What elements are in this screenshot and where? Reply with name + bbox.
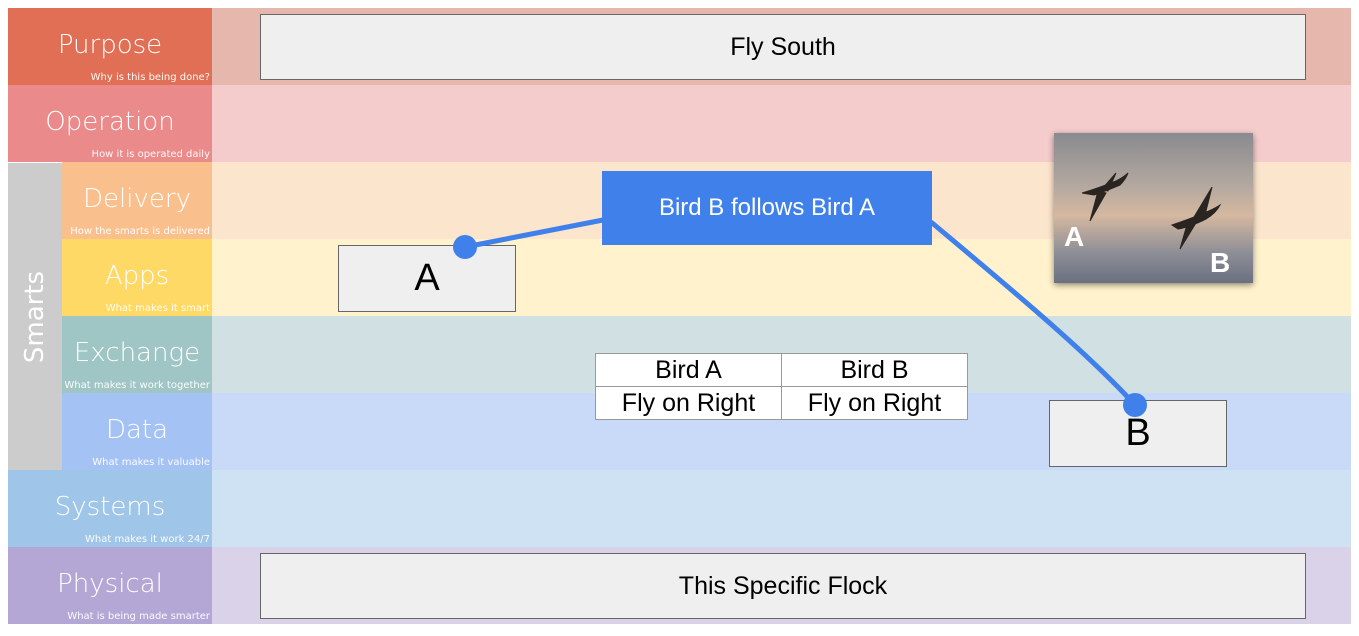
- geese-photo: A B: [1054, 133, 1253, 283]
- table-row: Fly on Right Fly on Right: [595, 386, 968, 420]
- layer-title: Exchange: [73, 338, 201, 368]
- layer-title: Systems: [54, 492, 166, 522]
- layer-label-apps: Apps What makes it smart: [62, 239, 212, 316]
- layer-subtitle: What makes it smart: [105, 303, 210, 314]
- node-a[interactable]: A: [338, 245, 516, 312]
- layer-title: Purpose: [57, 30, 163, 60]
- layer-label-delivery: Delivery How the smarts is delivered: [62, 162, 212, 239]
- layer-subtitle: How the smarts is delivered: [70, 226, 210, 237]
- table-row: Bird A Bird B: [595, 353, 968, 387]
- table-cell: Fly on Right: [595, 386, 782, 420]
- layer-title: Apps: [104, 261, 170, 291]
- layer-subtitle: What makes it work 24/7: [84, 534, 210, 545]
- photo-label-b: B: [1210, 247, 1231, 278]
- layer-subtitle: Why is this being done?: [90, 72, 210, 83]
- layer-subtitle: What makes it work together: [64, 380, 210, 391]
- connector-a-to-follow: [464, 217, 604, 250]
- layer-subtitle: How it is operated daily: [91, 149, 210, 160]
- layer-title: Data: [105, 415, 169, 445]
- layer-label-physical: Physical What is being made smarter: [8, 547, 212, 624]
- table-header-cell: Bird B: [781, 353, 968, 387]
- layer-label-exchange: Exchange What makes it work together: [62, 316, 212, 393]
- connector-endpoint-b: [1123, 393, 1147, 417]
- table-cell: Fly on Right: [781, 386, 968, 420]
- band-systems: [212, 470, 1351, 547]
- photo-label-a: A: [1064, 221, 1085, 252]
- layer-title: Operation: [45, 107, 175, 137]
- purpose-box[interactable]: Fly South: [260, 14, 1306, 80]
- connector-follow-to-b: [929, 220, 1137, 407]
- connector-endpoint-a: [453, 235, 477, 259]
- layer-label-purpose: Purpose Why is this being done?: [8, 8, 212, 85]
- physical-box[interactable]: This Specific Flock: [260, 553, 1306, 619]
- layer-label-data: Data What makes it valuable: [62, 393, 212, 470]
- layer-title: Physical: [57, 569, 163, 599]
- bird-table: Bird A Bird B Fly on Right Fly on Right: [595, 353, 968, 420]
- follow-relation-box[interactable]: Bird B follows Bird A: [602, 171, 932, 245]
- layer-subtitle: What makes it valuable: [92, 457, 210, 468]
- layer-subtitle: What is being made smarter: [67, 611, 210, 622]
- geese-icon: [1081, 172, 1222, 250]
- smarts-group-label: Smarts: [8, 163, 62, 470]
- layer-title: Delivery: [83, 184, 191, 214]
- layer-label-systems: Systems What makes it work 24/7: [8, 470, 212, 547]
- layer-label-operation: Operation How it is operated daily: [8, 85, 212, 162]
